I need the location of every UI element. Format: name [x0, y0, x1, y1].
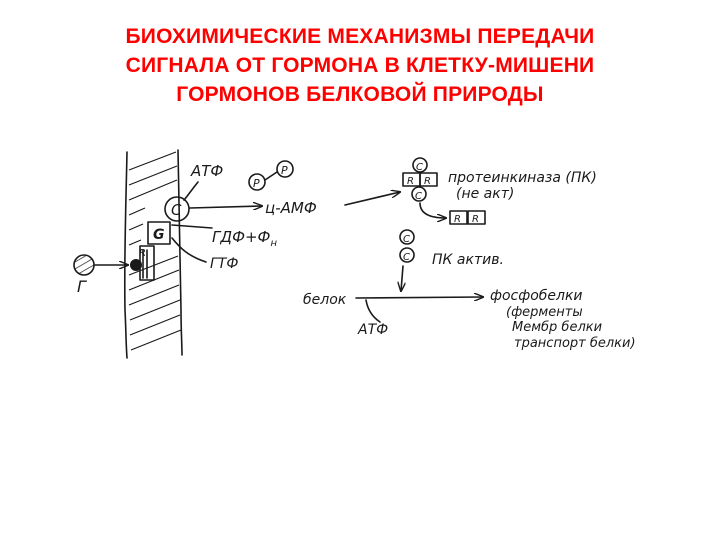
catalytic-subunits: C C	[399, 229, 415, 263]
free-c1: C	[403, 234, 410, 245]
title-line-1: БИОХИМИЧЕСКИЕ МЕХАНИЗМЫ ПЕРЕДАЧИ	[125, 25, 595, 48]
hormone: Г	[73, 254, 128, 296]
free-c2: C	[403, 252, 410, 263]
pk-c-top: C	[416, 162, 423, 173]
pk-r2: R	[424, 176, 431, 187]
regulatory-subunits: R R	[449, 210, 486, 225]
phosphoproteins-label: фосфобелки	[490, 288, 583, 304]
phosphate-2-circle	[276, 160, 294, 178]
pk-name-label: протеинкиназа (ПК)	[448, 170, 597, 186]
gtf-label: ГТФ	[210, 256, 238, 272]
atf-top-label: АТФ	[190, 162, 223, 180]
receptor-complex: G R	[130, 221, 171, 281]
title-line-2: СИГНАЛА ОТ ГОРМОНА В КЛЕТКУ-МИШЕНИ	[125, 54, 595, 77]
pk-r1: R	[407, 176, 414, 187]
rr-r1: R	[454, 214, 461, 225]
g-protein-box	[147, 221, 171, 245]
title-line-3: ГОРМОНОВ БЕЛКОВОЙ ПРИРОДЫ	[176, 83, 544, 106]
phosphate-1-circle	[248, 173, 266, 191]
phosphate-1-label: P	[253, 177, 260, 190]
phosphate-2-label: P	[281, 164, 288, 177]
atf-bottom-label: АТФ	[357, 322, 388, 338]
transport-proteins-label: транспорт белки)	[514, 336, 636, 351]
gdf-subscript: н	[270, 238, 277, 249]
membrane-proteins-label: Мембр белки	[512, 320, 602, 335]
pk-active-label: ПК актив.	[432, 252, 504, 268]
camp-label: ц-АМФ	[265, 199, 317, 217]
hormone-molecule	[73, 254, 95, 276]
pk-c-bottom: C	[415, 191, 422, 202]
adenylate-cyclase: C	[164, 196, 190, 222]
receptor-binding-site	[130, 259, 142, 271]
enzymes-label: (ферменты	[506, 305, 583, 320]
gdf-label: ГДФ+Фн	[212, 228, 277, 249]
cyclase-label: C	[171, 201, 182, 219]
protein-label: белок	[303, 292, 347, 308]
g-protein-label: G	[153, 227, 165, 243]
cyclase-circle	[164, 196, 190, 222]
rr-r2: R	[472, 214, 479, 225]
receptor-label: R	[139, 248, 146, 259]
protein-kinase-inactive: C R R C	[402, 157, 438, 202]
hormone-label: Г	[77, 277, 87, 296]
gdf-main: ГДФ+Ф	[212, 228, 271, 246]
slide-title: БИОХИМИЧЕСКИЕ МЕХАНИЗМЫ ПЕРЕДАЧИ СИГНАЛА…	[0, 22, 720, 109]
pk-inactive-label: (не акт)	[456, 186, 514, 202]
